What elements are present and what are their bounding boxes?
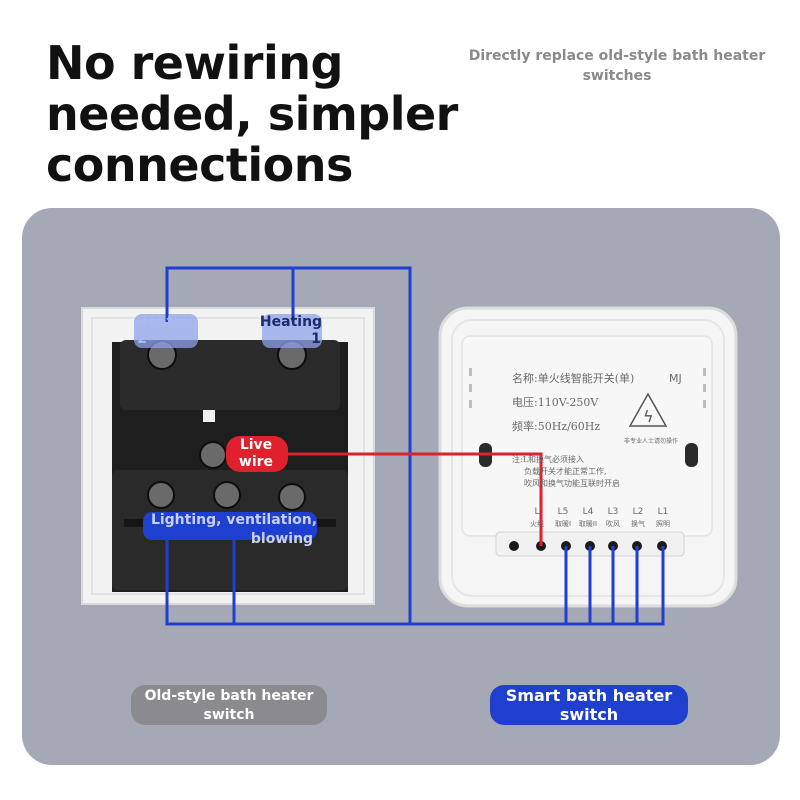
warning-bolt-icon: ϟ [643,407,654,426]
heating-1-highlight [262,314,322,348]
terminal-name-l3: 吹风 [606,519,620,528]
live-wire-label-line-2: wire [238,454,274,470]
warning-triangle-icon [628,392,668,427]
terminal-name-l4: 取暖II [579,520,597,528]
old-switch-inner-frame [91,317,365,595]
heating-2-highlight [134,314,198,348]
smart-switch-caption-line-1: Smart bath heater [505,686,673,705]
heating-1-label: Heating 1 [252,314,330,348]
smart-switch: ϟ [438,306,738,608]
smart-switch-caption: Smart bath heater switch [490,685,688,725]
label-frequency: 频率:50Hz/60Hz [512,419,600,433]
wire-heating-2 [165,266,412,624]
subheadline-line-2: switches [582,68,652,84]
smart-switch-caption-line-2: switch [559,705,619,724]
screw-bottom-left [147,481,175,509]
wire-live [288,452,543,546]
terminal-labels: L L5 L4 L3 L2 L1 火线 取暖I 取暖II 吹风 换气 照明 [530,507,670,528]
terminal-code-l1: L1 [658,507,669,517]
smart-switch-inner [451,319,725,597]
lighting-label-line-1: Lighting, ventilation, [150,512,318,528]
heating-2-label: Heating 2 [128,314,206,348]
terminal-name-l2: 换气 [631,519,645,528]
label-note-2: 负载开关才能正常工作, [524,466,607,476]
label-warning: 非专业人士请勿操作 [624,437,678,445]
blue-wires [165,266,665,626]
screw-bottom-right [278,483,306,511]
old-switch-caption: Old-style bath heater switch [131,685,327,725]
smart-switch-vents [469,368,706,408]
live-wire-label: Live wire [226,437,286,471]
old-switch-caption-line-1: Old-style bath heater [144,688,314,704]
terminal-code-l4: L4 [583,507,594,517]
headline-line-2: needed, simpler [46,87,458,141]
terminal-code-l5: L5 [558,507,569,517]
old-switch-slot [203,410,215,422]
terminal-name-l: 火线 [530,519,544,528]
label-note-3: 吹风和换气功能互联时开启 [524,478,620,488]
heating-2-label-line-1: Heating [135,314,199,330]
headline-line-3: connections [46,138,353,192]
terminal-name-l5: 取暖I [555,520,571,528]
terminal-code-l2: L2 [633,507,644,517]
headline-line-1: No rewiring [46,36,343,90]
lighting-ventilation-blowing-label: Lighting, ventilation, blowing [144,511,324,549]
subheadline-line-1: Directly replace old-style bath heater [468,48,766,64]
heating-2-label-line-2: 2 [137,331,147,347]
live-wire-label-line-1: Live [239,437,273,453]
heating-1-label-line-2: 1 [311,331,321,347]
smart-switch-label-text: 名称:单火线智能开关(单) MJ 电压:110V-250V 频率:50Hz/60… [512,371,682,488]
old-switch [81,307,375,605]
label-brand: MJ [669,372,682,385]
smart-switch-slot-right [685,443,698,467]
terminal-code-l: L [534,507,539,517]
heating-1-label-line-1: Heating [259,314,323,330]
subheadline: Directly replace old-style bath heater s… [462,46,772,86]
screw-live [199,441,227,469]
smart-switch-body [461,335,713,537]
terminal-name-l1: 照明 [656,520,670,528]
live-highlight [226,436,288,472]
lighting-highlight [143,512,317,540]
old-switch-caption-line-2: switch [203,707,255,723]
label-voltage: 电压:110V-250V [512,396,599,409]
headline: No rewiring needed, simpler connections [46,38,458,191]
label-note-1: 注:L和换气必须接入 [512,454,584,464]
label-name: 名称:单火线智能开关(单) [512,371,634,385]
lighting-label-line-2: blowing [250,531,314,547]
terminal-code-l3: L3 [608,507,619,517]
screw-bottom-middle [213,481,241,509]
wire-lighting-left [165,540,665,626]
